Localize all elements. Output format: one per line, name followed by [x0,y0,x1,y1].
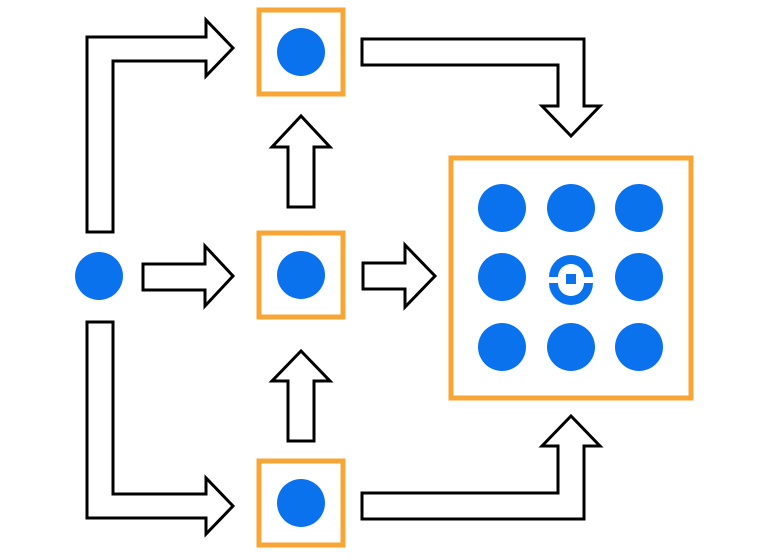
arrows-layer [85,16,604,538]
top-node-box [256,7,346,97]
grid-node-r1c3 [615,184,663,232]
arrow-top-to-grid [360,37,604,139]
arrow-middle-to-top [268,113,334,209]
grid-node-r2c3 [615,253,663,301]
bottom-node-group [256,458,346,548]
bottom-node [277,479,325,527]
arrow-middle-to-grid [361,241,438,311]
middle-node-box [256,230,346,320]
source-node [75,252,123,300]
grid-cluster-box [448,155,694,401]
grid-node-r3c2 [547,323,595,371]
arrow-bottom-to-middle [268,348,334,443]
arrow-source-to-bottom [85,320,236,538]
grid-node-r1c1 [478,184,526,232]
center-square [566,274,576,284]
arrow-bottom-to-grid [360,413,604,521]
middle-node [277,251,325,299]
grid-node-r3c1 [478,323,526,371]
grid-cluster [448,155,694,401]
cluster-center-icon [549,255,593,305]
top-node-group [256,7,346,97]
bottom-node-box [256,458,346,548]
grid-node-r1c2 [547,184,595,232]
arrow-source-to-top [85,16,236,234]
center-ring-top [549,255,593,277]
grid-node-r2c1 [478,253,526,301]
center-ring-bottom [549,283,593,305]
top-node [277,28,325,76]
arrow-source-to-middle [141,242,236,310]
grid-node-r3c3 [615,323,663,371]
middle-node-group [256,230,346,320]
